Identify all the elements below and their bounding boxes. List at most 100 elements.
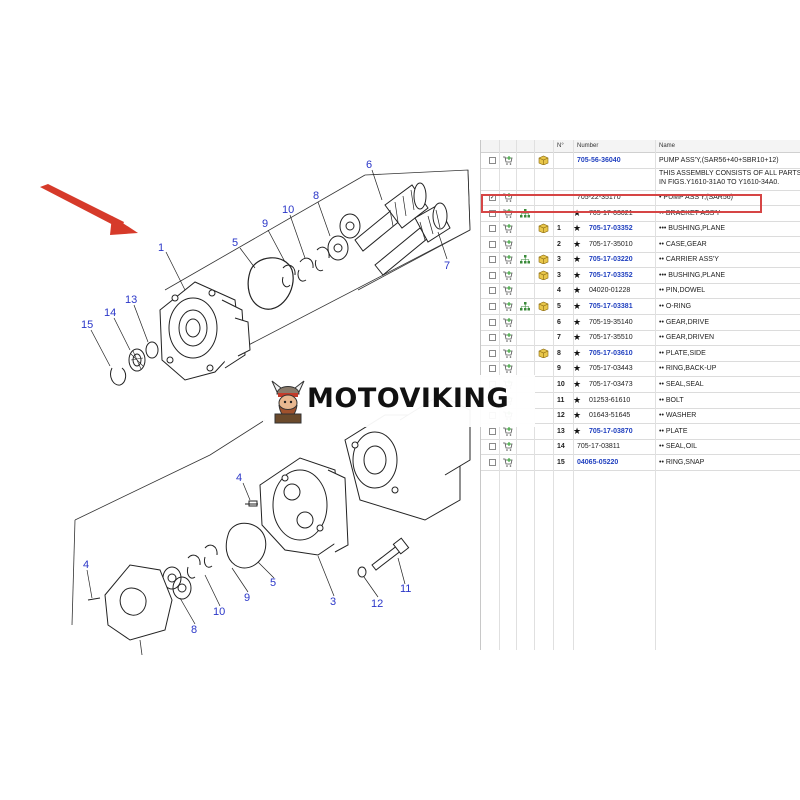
lower-assembly-frame xyxy=(71,419,266,656)
table-row[interactable]: 3★705-17-03352••• BUSHING,PLANE xyxy=(481,268,800,284)
star-icon: ★ xyxy=(573,395,582,405)
part-number-link[interactable]: 705-17-03352 xyxy=(589,225,633,232)
row-number: 5 xyxy=(557,303,561,310)
part-name: •• SEAL,SEAL xyxy=(659,381,704,388)
cart-add-icon[interactable] xyxy=(503,271,513,280)
cart-add-icon[interactable] xyxy=(503,240,513,249)
table-row[interactable]: 8★705-17-03610•• PLATE,SIDE xyxy=(481,346,800,362)
table-row[interactable]: 3★705-17-03220•• CARRIER ASS'Y xyxy=(481,252,800,268)
cart-add-icon[interactable] xyxy=(503,255,513,264)
part-name: ••• BUSHING,PLANE xyxy=(659,272,726,279)
callout-number: 10 xyxy=(282,204,294,216)
part-number: 705-17-03811 xyxy=(577,443,621,450)
header-no: N° xyxy=(557,143,564,149)
checkbox-icon[interactable] xyxy=(489,225,496,232)
checkbox-icon[interactable] xyxy=(489,272,496,279)
checkbox-icon[interactable] xyxy=(489,334,496,341)
table-row[interactable]: 9★705-17-03443•• RING,BACK-UP xyxy=(481,361,800,377)
part-number-link[interactable]: 705-17-03610 xyxy=(589,350,633,357)
tree-icon[interactable] xyxy=(520,302,530,311)
cart-add-icon[interactable] xyxy=(503,318,513,327)
parts-box-icon[interactable] xyxy=(538,254,549,264)
parts-box-icon[interactable] xyxy=(538,155,549,165)
part-number: 01253-61610 xyxy=(589,397,631,404)
table-row[interactable]: 6★705-19-35140•• GEAR,DRIVE xyxy=(481,315,800,331)
checkbox-icon[interactable] xyxy=(489,428,496,435)
checkbox-icon[interactable] xyxy=(489,319,496,326)
cart-add-icon[interactable] xyxy=(503,442,513,451)
cart-add-icon[interactable] xyxy=(503,364,513,373)
parts-box-icon[interactable] xyxy=(538,270,549,280)
cart-add-icon[interactable] xyxy=(503,333,513,342)
callout-number: 1 xyxy=(158,242,164,254)
cart-add-icon[interactable] xyxy=(503,286,513,295)
checkbox-icon[interactable] xyxy=(489,365,496,372)
carrier-housing-part xyxy=(259,457,349,556)
callout-number: 5 xyxy=(270,577,276,589)
part-name: •• CASE,GEAR xyxy=(659,241,707,248)
driven-gear-part xyxy=(374,202,451,276)
cart-add-icon[interactable] xyxy=(503,349,513,358)
checkbox-icon[interactable] xyxy=(489,350,496,357)
checkbox-icon[interactable] xyxy=(489,241,496,248)
callout-number: 12 xyxy=(371,598,383,610)
part-name: •• PLATE xyxy=(659,428,688,435)
cart-add-icon[interactable] xyxy=(503,458,513,467)
table-row[interactable]: 7★705-17-35510•• GEAR,DRIVEN xyxy=(481,330,800,346)
part-number-link[interactable]: 705-17-03381 xyxy=(589,303,633,310)
checkbox-icon[interactable] xyxy=(489,459,496,466)
drive-gear-part xyxy=(354,182,429,252)
callout-number: 13 xyxy=(125,294,137,306)
table-row[interactable]: 5★705-17-03381•• O-RING xyxy=(481,299,800,315)
part-number: 705-19-35140 xyxy=(589,319,633,326)
part-number: 705-17-35010 xyxy=(589,241,633,248)
star-icon: ★ xyxy=(573,270,582,280)
table-header: N° Number Name xyxy=(481,140,800,153)
viking-logo-icon xyxy=(271,380,305,424)
callout-number: 6 xyxy=(366,159,372,171)
tree-icon[interactable] xyxy=(520,255,530,264)
row-number: 14 xyxy=(557,443,565,450)
part-number-link[interactable]: 705-56-36040 xyxy=(577,157,621,164)
part-name: •• GEAR,DRIVE xyxy=(659,319,710,326)
side-plates-part xyxy=(327,213,361,261)
cart-add-icon[interactable] xyxy=(503,224,513,233)
star-icon: ★ xyxy=(573,301,582,311)
checkbox-icon[interactable] xyxy=(489,287,496,294)
table-row[interactable]: 1★705-17-03352••• BUSHING,PLANE xyxy=(481,221,800,237)
part-number-link[interactable]: 705-17-03352 xyxy=(589,272,633,279)
part-number-link[interactable]: 04065-05220 xyxy=(577,459,619,466)
table-row[interactable]: 4★04020-01228•• PIN,DOWEL xyxy=(481,283,800,299)
callout-number: 9 xyxy=(262,218,268,230)
bolt-part xyxy=(371,537,410,571)
checkbox-icon[interactable] xyxy=(489,303,496,310)
part-number-link[interactable]: 705-17-03870 xyxy=(589,428,633,435)
checkbox-icon[interactable] xyxy=(489,256,496,263)
header-number: Number xyxy=(577,143,599,149)
table-row[interactable]: 13★705-17-03870•• PLATE xyxy=(481,424,800,440)
table-row[interactable]: 2★705-17-35010•• CASE,GEAR xyxy=(481,237,800,253)
parts-box-icon[interactable] xyxy=(538,301,549,311)
cart-add-icon[interactable] xyxy=(503,302,513,311)
checkbox-icon[interactable] xyxy=(489,443,496,450)
checkbox-icon[interactable] xyxy=(489,157,496,164)
cart-add-icon[interactable] xyxy=(503,156,513,165)
callout-leaders xyxy=(86,169,448,625)
row-number: 3 xyxy=(557,256,561,263)
row-number: 4 xyxy=(557,287,561,294)
parts-box-icon[interactable] xyxy=(538,223,549,233)
checkbox-icon[interactable] xyxy=(489,210,496,217)
part-name: •• RING,SNAP xyxy=(659,459,705,466)
part-number-link[interactable]: 705-17-03220 xyxy=(589,256,633,263)
callout-number: 8 xyxy=(191,624,197,636)
star-icon: ★ xyxy=(573,239,582,249)
row-number: 12 xyxy=(557,412,565,419)
cart-add-icon[interactable] xyxy=(503,427,513,436)
callout-number: 11 xyxy=(400,583,411,595)
star-icon: ★ xyxy=(573,426,582,436)
parts-box-icon[interactable] xyxy=(538,348,549,358)
